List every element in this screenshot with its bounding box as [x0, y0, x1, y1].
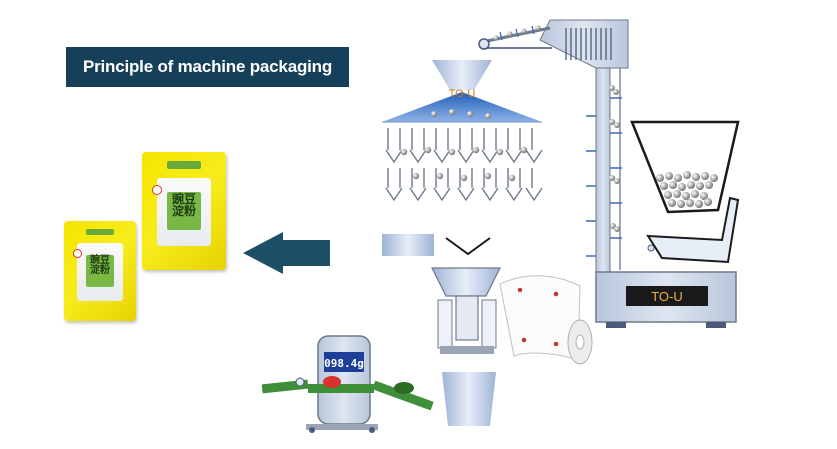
bag-label-text: 豌豆淀粉 [89, 255, 110, 276]
direction-arrow [243, 232, 330, 274]
product-bag-back: 豌豆淀粉 [142, 152, 226, 270]
base-cabinet [595, 271, 737, 328]
product-bag-front: 豌豆淀粉 [64, 221, 136, 321]
checkweigher [261, 335, 434, 433]
brand-label-top: TO-U [449, 88, 476, 100]
scale-display [324, 352, 364, 372]
scale-readout: 098.4g [324, 357, 364, 370]
discharge-chute [442, 372, 496, 426]
bag-label-text: 豌豆淀粉 [171, 192, 196, 219]
multihead-weigher [382, 60, 543, 256]
brand-label-panel: TO-U [651, 289, 683, 304]
bucket-elevator [586, 57, 622, 277]
page-title: Principle of machine packaging [82, 57, 333, 76]
title-banner: Principle of machine packaging [66, 47, 349, 87]
supply-hopper [630, 120, 740, 264]
control-display [626, 286, 708, 306]
form-fill-seal-unit [431, 267, 593, 365]
elevator-head [478, 19, 629, 69]
